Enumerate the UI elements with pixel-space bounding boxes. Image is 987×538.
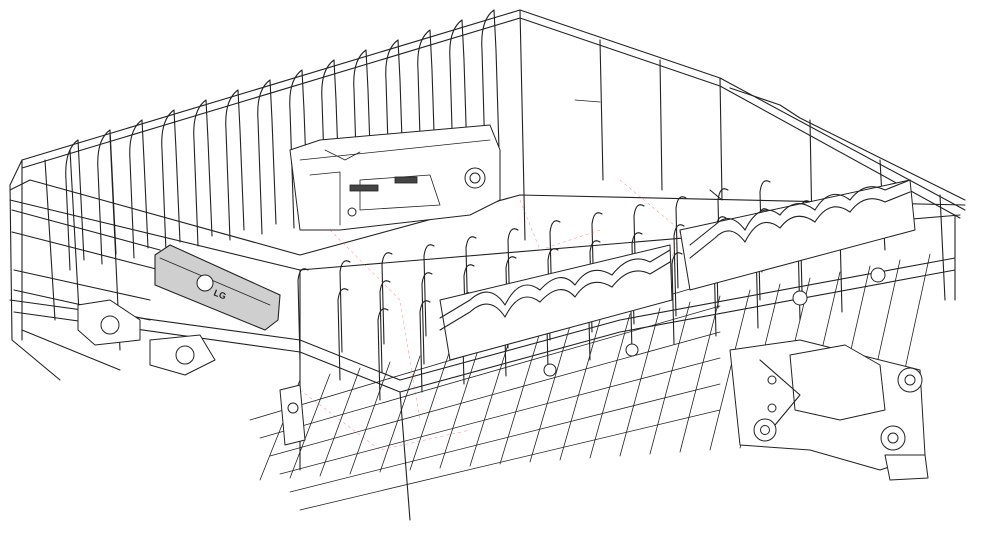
middle-tine [339,260,351,353]
grid-wire [279,357,721,475]
rail-wheels [543,267,886,377]
grid-wire [409,349,451,471]
middle-tine [759,180,771,273]
grid-wire [529,325,571,463]
middle-tine [465,236,477,329]
left-rack-clips [77,299,306,446]
left-folding-tines [439,244,673,361]
back-tine [353,49,373,217]
grid-wire [439,343,481,469]
back-tine [449,19,469,199]
middle-tine [381,252,393,345]
rack-left-side [9,134,161,381]
back-tine [289,69,309,229]
middle-tine [421,272,433,365]
back-tine [129,119,149,259]
grid-wire [469,337,511,467]
middle-tine [297,268,309,361]
back-tine [417,29,437,205]
grid-wire [499,331,541,465]
grid-wire [559,319,601,461]
middle-tine [717,188,729,281]
grid-wire [319,367,361,477]
grid-wire [299,409,721,511]
middle-tine [505,256,517,349]
back-tine [193,99,213,247]
middle-tine [337,288,349,381]
back-tine [257,79,277,235]
handle-logo-text: LG [212,288,227,302]
middle-tine [423,244,435,337]
middle-tine [379,280,391,373]
adjuster-lever[interactable] [884,454,929,481]
middle-tine [507,228,519,321]
middle-tine [631,232,643,325]
back-tine [385,39,405,211]
grid-wire [269,331,721,457]
grid-wire [649,301,691,455]
height-adjuster[interactable] [729,339,929,481]
middle-tine [547,248,559,341]
grid-wire [289,373,331,479]
grid-wire [259,305,721,439]
middle-tine [589,240,601,333]
grid-wire [679,295,721,453]
lg-logo-icon [196,274,214,292]
right-folding-tines [679,179,916,291]
grid-wire [589,313,631,459]
middle-tine [463,264,475,357]
back-tine [65,139,85,271]
middle-tine [675,196,687,289]
middle-tine [549,220,561,313]
back-tine [481,9,501,193]
back-tine [225,89,245,241]
back-tine [97,129,117,265]
grid-wire [379,355,421,473]
grid-wire [289,383,721,493]
back-tine [321,59,341,223]
middle-tine [419,300,431,393]
back-tines [65,9,501,271]
middle-tine [671,252,683,345]
back-tine [161,109,181,253]
middle-tine [377,308,389,401]
front-handle[interactable]: LG [154,244,281,331]
middle-tine [633,204,645,297]
grid-wire [709,289,751,451]
middle-tine [673,224,685,317]
wash-arm-bracket [289,124,501,231]
grid-wire [619,307,661,457]
middle-tine [591,212,603,305]
